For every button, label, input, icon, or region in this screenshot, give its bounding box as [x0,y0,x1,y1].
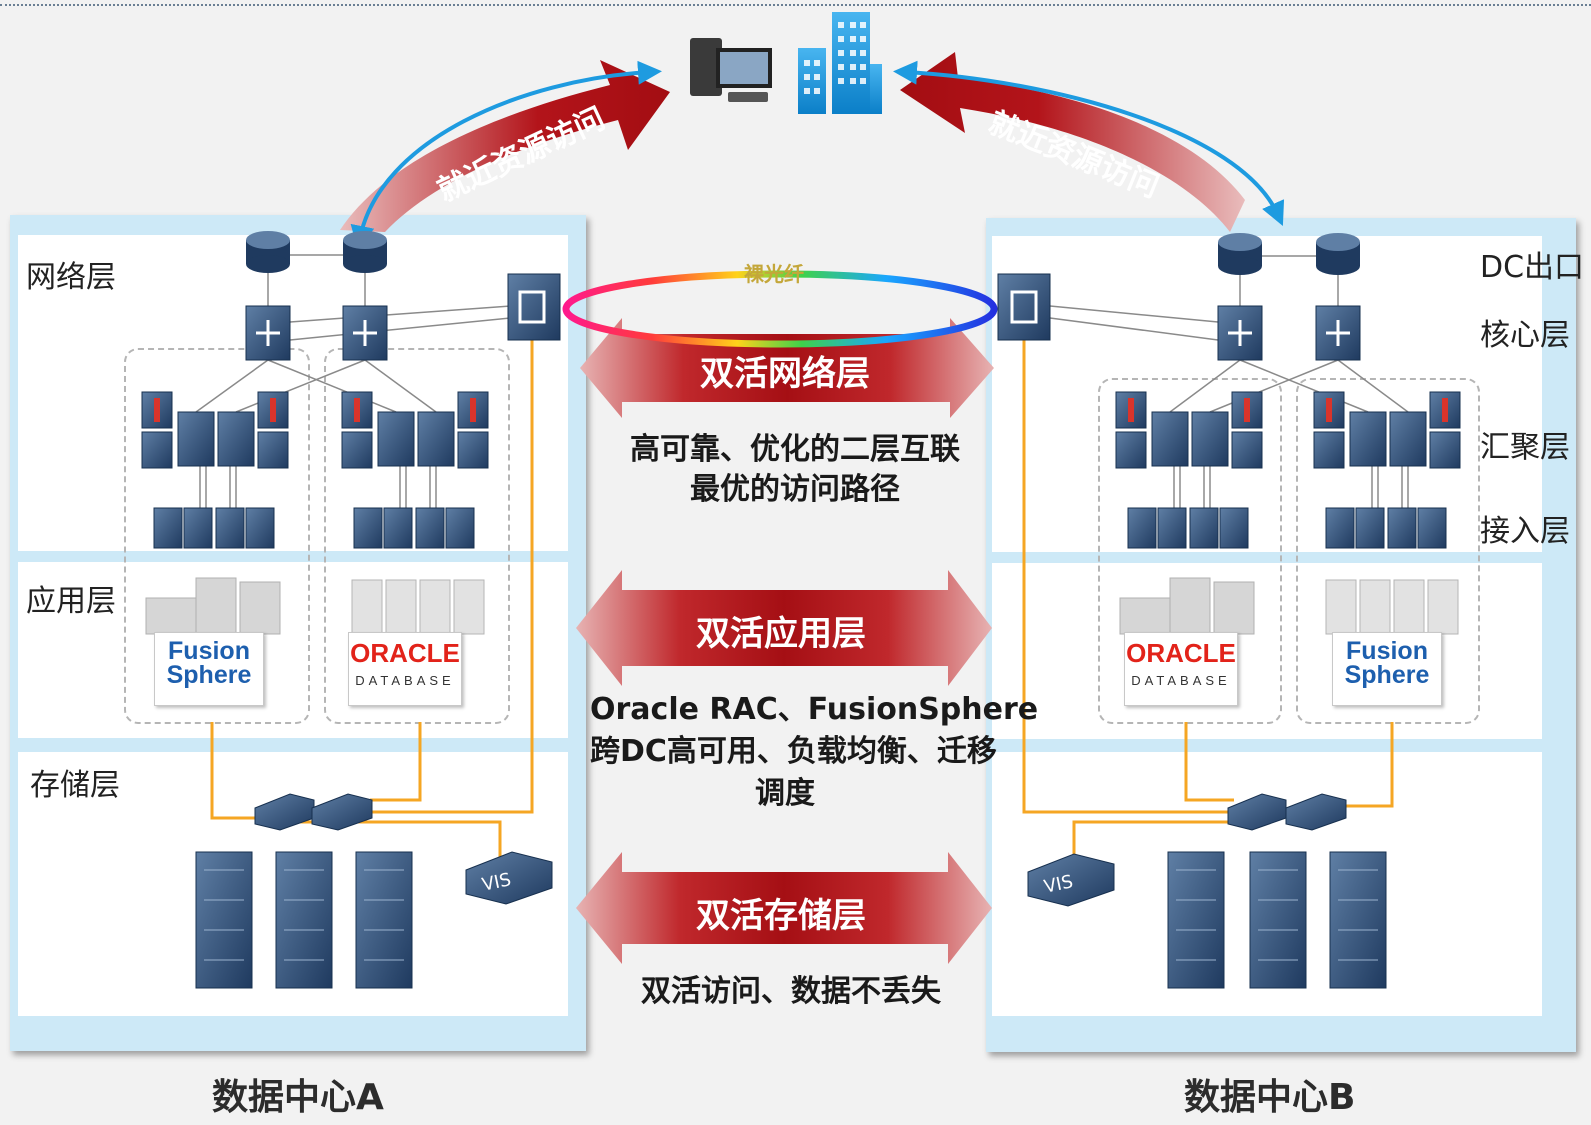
core-switch-icon [1315,305,1361,361]
oracle-database-logo: ORACLE DATABASE [348,632,462,706]
computer-icon [690,38,772,102]
storage-layer-title: 双活存储层 [696,896,866,936]
application-layer-double-arrow [576,570,992,686]
oracle-logo-subtext: DATABASE [355,673,455,688]
aggregation-tier-label: 汇聚层 [1480,430,1570,465]
oracle-logo-text: ORACLE [1126,638,1236,668]
rack-slots [204,869,1378,961]
dc-a-group-2 [324,348,510,724]
application-layer-desc-3: 调度 [755,776,815,811]
network-layer-title: 双活网络层 [700,354,870,394]
storage-rack-icon [1167,851,1387,989]
dc-b-storage-cables [1022,340,1394,862]
application-layer-desc-1: Oracle RAC、FusionSphere [590,692,1039,727]
storage-layer-desc-1: 双活访问、数据不丢失 [641,974,941,1009]
dc-b-group-1 [1098,378,1282,724]
dc-a-network-layer-label: 网络层 [26,260,116,295]
dc-b-network-links [1049,255,1409,510]
san-switch-icon [254,793,373,831]
bare-fiber-ring [562,270,998,348]
database-servers-icon [351,579,485,635]
database-servers-icon [1325,579,1459,635]
oracle-logo-subtext: DATABASE [1131,673,1231,688]
left-blue-access-curve [350,60,662,250]
application-servers-icon [145,577,281,635]
firewall-accent [154,398,1448,422]
bare-fiber-label: 裸光纤 [744,262,804,286]
top-dotted-border [0,4,1591,6]
fusionsphere-logo-line2: Sphere [166,661,252,689]
core-switch-icon [1217,305,1263,361]
datacenter-b-name: 数据中心B [1184,1077,1356,1118]
dc-a-application-layer-label: 应用层 [26,584,116,619]
oracle-database-logo: ORACLE DATABASE [1124,632,1238,706]
office-building-icon [798,12,882,114]
access-switches-icon [1127,507,1447,549]
router-icon [1218,233,1262,275]
router-icon [343,231,387,273]
dc-exit-label: DC出口 [1480,250,1585,285]
storage-rack-icon [195,851,413,989]
access-tier-label: 接入层 [1480,514,1570,549]
aggregation-devices-icon [1115,391,1263,469]
router-icon [246,231,290,273]
vis-device-icon [1027,853,1115,907]
fusionsphere-logo-line1: Fusion [168,637,250,665]
core-switch-icon [342,305,388,361]
core-tier-label: 核心层 [1480,318,1570,353]
oracle-logo-text: ORACLE [350,638,460,668]
router-icon [1316,233,1360,275]
wdm-device-icon [997,273,1051,341]
fusionsphere-logo: Fusion Sphere [154,632,264,706]
network-layer-desc-2: 最优的访问路径 [690,472,900,507]
access-switches-icon [153,507,475,549]
aggregation-devices-icon [141,391,289,469]
application-layer-desc-2: 跨DC高可用、负载均衡、迁移 [590,734,997,769]
right-blue-access-curve [893,60,1285,226]
dc-a-network-links [195,254,511,510]
dc-a-storage-layer-label: 存储层 [30,768,120,803]
datacenter-a-name: 数据中心A [212,1077,384,1118]
fusionsphere-logo-line2: Sphere [1344,661,1430,689]
san-switch-icon [1227,793,1347,831]
dc-b-group-2 [1296,378,1480,724]
vis-device-icon [465,851,553,905]
dc-a-group-1 [124,348,310,724]
fusionsphere-logo: Fusion Sphere [1332,632,1442,706]
application-layer-title: 双活应用层 [696,614,866,654]
aggregation-devices-icon [1313,391,1461,469]
aggregation-devices-icon [341,391,489,469]
network-layer-desc-1: 高可靠、优化的二层互联 [630,432,960,467]
dc-a-storage-cables [210,340,534,862]
storage-layer-double-arrow [576,852,992,964]
fusionsphere-logo-line1: Fusion [1346,637,1428,665]
application-servers-icon [1119,577,1255,635]
wdm-device-icon [507,273,561,341]
core-switch-icon [245,305,291,361]
